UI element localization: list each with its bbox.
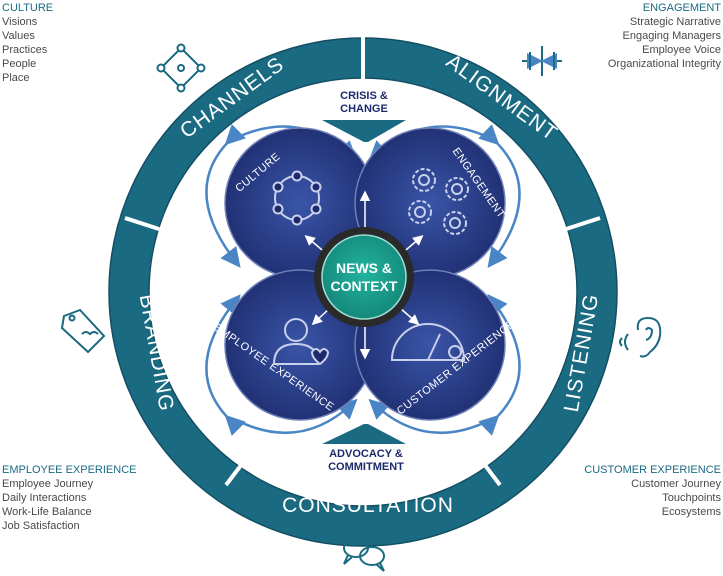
ring-divider — [476, 454, 502, 487]
employee-experience-corner-block: EMPLOYEE EXPERIENCE Employee Journey Dai… — [2, 463, 137, 533]
advocacy-commitment-line1: ADVOCACY & — [329, 448, 403, 460]
engagement-corner-item: Engaging Managers — [622, 30, 721, 42]
outer-ring — [108, 36, 618, 547]
customer-experience-corner-heading: CUSTOMER EXPERIENCE — [584, 464, 721, 476]
gears-icon — [408, 168, 469, 235]
culture-corner-item: People — [2, 58, 37, 70]
advocacy-commitment-line2: COMMITMENT — [328, 461, 404, 473]
culture-corner-item: Values — [2, 30, 35, 42]
employee-experience-corner-item: Job Satisfaction — [2, 520, 80, 532]
employee-experience-corner-item: Daily Interactions — [2, 492, 87, 504]
ring-divider — [224, 454, 250, 487]
customer-experience-corner-block: CUSTOMER EXPERIENCE Customer Journey Tou… — [584, 463, 721, 519]
engagement-corner-item: Employee Voice — [642, 44, 721, 56]
gauge-smiley-icon — [390, 323, 466, 361]
employee-experience-corner-item: Work-Life Balance — [2, 506, 92, 518]
culture-corner-heading: CULTURE — [2, 2, 54, 14]
ring-divider — [562, 216, 601, 232]
culture-corner-item: Visions — [2, 16, 38, 28]
price-tag-icon — [60, 308, 106, 354]
center-label-line1: NEWS & — [336, 260, 392, 276]
network-nodes-icon — [156, 43, 206, 93]
center-label-line2: CONTEXT — [331, 278, 398, 294]
employee-experience-corner-heading: EMPLOYEE EXPERIENCE — [2, 464, 137, 476]
customer-experience-corner-item: Ecosystems — [661, 506, 721, 518]
culture-corner-block: CULTURE Visions Values Practices People … — [2, 1, 53, 85]
engagement-corner-block: ENGAGEMENT Strategic Narrative Engaging … — [608, 1, 721, 71]
ring-label-consultation: CONSULTATION — [282, 494, 454, 517]
engagement-corner-item: Strategic Narrative — [629, 16, 721, 28]
crisis-change-line1: CRISIS & — [340, 90, 388, 102]
ring-divider — [124, 216, 163, 232]
advocacy-commitment-callout: ADVOCACY & COMMITMENT — [322, 424, 406, 473]
alignment-arrows-icon — [522, 46, 562, 76]
center-hub: NEWS & CONTEXT — [314, 227, 414, 327]
people-circle-icon — [272, 170, 322, 226]
crisis-change-line2: CHANGE — [340, 103, 388, 115]
customer-experience-corner-item: Customer Journey — [631, 478, 721, 490]
engagement-corner-item: Organizational Integrity — [607, 58, 721, 70]
crisis-change-callout: CRISIS & CHANGE — [322, 90, 406, 142]
speech-bubbles-icon — [343, 538, 385, 572]
person-heart-icon — [272, 318, 330, 366]
culture-corner-item: Practices — [2, 44, 48, 56]
employee-experience-corner-item: Employee Journey — [2, 478, 94, 490]
customer-experience-corner-item: Touchpoints — [662, 492, 721, 504]
engagement-corner-heading: ENGAGEMENT — [642, 2, 721, 14]
ear-listening-icon — [619, 316, 662, 358]
culture-corner-item: Place — [2, 72, 30, 84]
